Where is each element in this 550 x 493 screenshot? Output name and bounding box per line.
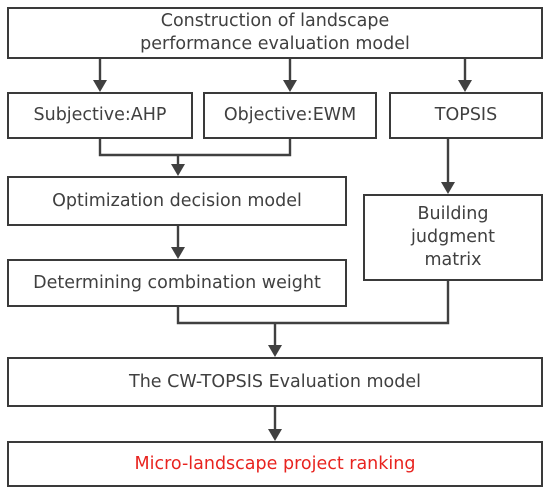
node-building-line-3: matrix <box>424 249 482 270</box>
node-determining-combination-weight: Determining combination weight <box>7 259 347 307</box>
node-topsis: TOPSIS <box>389 92 543 139</box>
node-cw-topsis-model: The CW-TOPSIS Evaluation model <box>7 357 543 407</box>
node-construction-line-2: performance evaluation model <box>140 34 410 54</box>
arrowhead-cw-topsis <box>268 345 282 357</box>
node-project-ranking: Micro-landscape project ranking <box>7 441 543 487</box>
connector-ahp-ewm-merge <box>98 137 292 157</box>
node-determining-label: Determining combination weight <box>33 272 321 293</box>
node-topsis-label: TOPSIS <box>434 105 498 126</box>
arrowhead-ahp <box>93 80 107 92</box>
node-building-line-1: Building <box>417 204 489 225</box>
node-optimization-label: Optimization decision model <box>52 190 302 211</box>
connector-determining-building-merge <box>176 279 450 325</box>
node-building-line-2: judgment <box>411 227 495 248</box>
arrowhead-optimization <box>171 164 185 176</box>
node-construction-line-1: Construction of landscape <box>160 11 390 32</box>
node-optimization-decision-model: Optimization decision model <box>7 176 347 226</box>
node-objective-ewm-label: Objective:EWM <box>223 105 357 126</box>
node-building-judgment-matrix: Building judgment matrix <box>363 194 543 281</box>
arrowhead-determining <box>171 247 185 259</box>
arrowhead-ewm <box>283 80 297 92</box>
arrowhead-ranking <box>268 429 282 441</box>
node-subjective-ahp: Subjective:AHP <box>7 92 193 139</box>
node-objective-ewm: Objective:EWM <box>203 92 377 139</box>
arrowhead-topsis <box>458 80 472 92</box>
node-project-ranking-label: Micro-landscape project ranking <box>134 453 416 474</box>
node-cw-topsis-label: The CW-TOPSIS Evaluation model <box>129 371 421 392</box>
node-subjective-ahp-label: Subjective:AHP <box>33 105 167 126</box>
arrowhead-building <box>441 182 455 194</box>
node-construction: Construction of landscape performance ev… <box>7 7 543 59</box>
